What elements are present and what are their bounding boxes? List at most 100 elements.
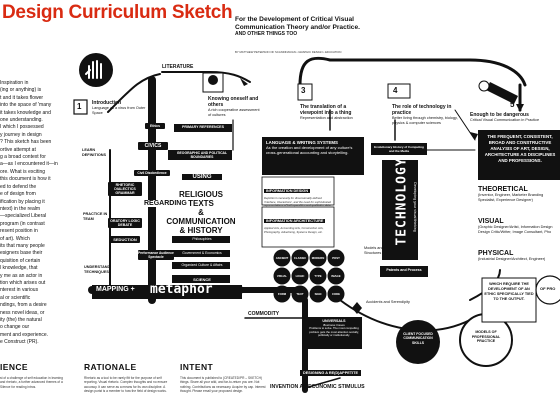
accidents-serendipity: Accidents and Serendipity [366, 300, 410, 304]
step5: Enough to be dangerous Critical Visual C… [470, 112, 558, 123]
step3-heading: The translation of a viewpoint into a th… [300, 104, 352, 116]
discipline-circle [273, 285, 291, 303]
intro-line: one understanding. [0, 117, 43, 124]
intro-line: (ing or anything) is [0, 87, 42, 94]
intro-line: into the space of 'many [0, 102, 52, 109]
intro-line: g a broad context for [0, 154, 46, 161]
ampersand: & [198, 208, 204, 217]
client-circle [396, 320, 440, 364]
mapping-bar [92, 285, 242, 299]
intro-line: y journey in design [0, 131, 42, 138]
intro-line: al or scientific [0, 294, 31, 301]
intro-line: tion which arises out [0, 279, 46, 286]
intro-line: ortive attempt at [0, 146, 36, 153]
pill-seduction: SEDUCTION [110, 236, 140, 243]
step1-number: 1 [77, 102, 82, 111]
role-visual-heading: VISUAL [478, 218, 504, 225]
pill-oratory: ORATORY LOGIC DEBATE [108, 218, 142, 228]
information-design: INFORMATION DESIGN Depiction's necessity… [264, 179, 332, 208]
pill-civics: CIVICS [138, 142, 168, 150]
intro-line: y me as an actor in [0, 272, 43, 279]
universal-heading: UNIVERSALS [322, 319, 346, 323]
step1-heading: Introduction [92, 100, 122, 106]
understand-techniques: UNDERSTAND TECHNIQUES [84, 265, 111, 274]
intro-line: ness novel ideas, or [0, 309, 45, 316]
intro-line: ed to defend the [0, 183, 37, 190]
intro-line: o change our [0, 324, 30, 331]
chip-philosophies: Philosophies [192, 237, 212, 241]
learn-definitions: LEARN DEFINITIONS [82, 148, 107, 157]
chip-science: SCIENCE [193, 277, 211, 282]
section-rationale-heading: RATIONALE [84, 362, 137, 372]
practice-in-team: PRACTICE IN TEAM [83, 212, 108, 221]
analysis-box [478, 130, 560, 180]
step3-number: 3 [301, 86, 306, 95]
geographic-boundaries: GEOGRAPHIC AND POLITICAL BOUNDARIES [176, 151, 228, 159]
info-arch-heading: INFORMATION ARCHITECTURE [264, 219, 326, 223]
of-pro-label: OF PRO [540, 286, 556, 291]
info-design-text: Depiction's necessity for dimensionally … [264, 196, 332, 208]
intro-line: nterest in various [0, 287, 39, 294]
role-theoretical-text: (Inventor, Engineer, Marketer Branding S… [478, 193, 544, 202]
info-arch-text: Applied Arts, Accounting Arts, Construct… [264, 226, 324, 234]
step4-text: Better living through chemistry, biology… [392, 116, 458, 125]
technology-bar [382, 160, 418, 260]
section-ience-text: st of a challenge of self education in l… [0, 376, 63, 389]
discipline-circle [291, 285, 309, 303]
section-rationale-text: Rhetoric as a tool to be rarely fitt for… [84, 376, 168, 394]
step5-heading: Enough to be dangerous [470, 112, 529, 118]
using-label: USING [182, 174, 222, 180]
step2: Knowing oneself and others A rich cooper… [208, 96, 262, 117]
intro-line: it takes knowledge and [0, 109, 51, 116]
discipline-circle [327, 249, 345, 267]
role-visual: VISUAL (Graphic Designer/Artist, Informa… [478, 218, 560, 235]
intro-line: ntext) in the realm [0, 205, 41, 212]
language-text: As the creation and development of any c… [266, 145, 353, 156]
number-4-icon [387, 83, 411, 99]
discipline-label: LOGIC [295, 274, 305, 278]
history: & HISTORY [179, 226, 223, 235]
info-design-heading: INFORMATION DESIGN [264, 189, 311, 193]
role-physical: PHYSICAL (Industrial Designer/Architect,… [478, 250, 560, 262]
universal-sub: Business Cases [323, 323, 345, 327]
section-intent-heading: INTENT [180, 362, 214, 372]
discipline-circle [273, 249, 291, 267]
primary-references: PRIMARY REFERENCES [182, 125, 224, 129]
discipline-circle [291, 267, 309, 285]
step3: The translation of a viewpoint into a th… [300, 104, 360, 121]
designing-label: DESIGNING A RE(D)APPETITE [300, 370, 361, 376]
role-physical-text: (Industrial Designer/Architect, Engineer… [478, 257, 546, 261]
role-physical-heading: PHYSICAL [478, 250, 514, 257]
section-ience-heading: IENCE [0, 362, 28, 372]
technology-label: TECHNOLOGY [395, 137, 410, 267]
intro-line: ment and experience. [0, 331, 49, 338]
intro-line: —specialized Liberal [0, 213, 47, 220]
commodity-label: COMMODITY [248, 311, 280, 317]
pill-civil-disobedience: Civil Disobedience [134, 170, 170, 176]
pill-rhetoric: RHETORIC DIALECTICS GRAMMAR [108, 182, 142, 196]
universals: UNIVERSALS Business Cases Problems to so… [308, 319, 360, 338]
client-focused: CLIENT FOCUSED COMMUNICATION SKILLS [403, 332, 433, 345]
discipline-label: SIGN [314, 292, 322, 296]
intro-line: ore. What is exciting [0, 168, 46, 175]
communication: COMMUNICATION [166, 217, 236, 226]
regarding-label: REGARDING [144, 200, 187, 207]
step1: Introduction Language as a virus from Ou… [92, 100, 152, 115]
role-visual-text: (Graphic Designer/Artist, Information De… [478, 225, 553, 234]
literature-label: LITERATURE [162, 64, 194, 70]
intro-line: esigners base their [0, 250, 43, 257]
intro-line: I which I possessed [0, 124, 44, 131]
intro-line: e Construct (PR). [0, 339, 39, 346]
intro-line: a—as I encountered it—in [0, 161, 58, 168]
pill-performance: Performance Audience Spectacle [138, 250, 174, 260]
universal-text: Problems to solve. The most compelling p… [309, 326, 359, 338]
intro-line: e of design from [0, 191, 36, 198]
byline: BY MATTHEW PETERSON OF SCANDINAVIAN • GR… [235, 50, 342, 54]
intro-line: ? This sketch has been [0, 139, 52, 146]
intro-line: resent position in [0, 228, 38, 235]
tech-chip: Evolutionary History of Computing and th… [374, 145, 424, 153]
step4-number: 4 [393, 86, 398, 95]
mapping-label: MAPPING + [96, 286, 135, 293]
